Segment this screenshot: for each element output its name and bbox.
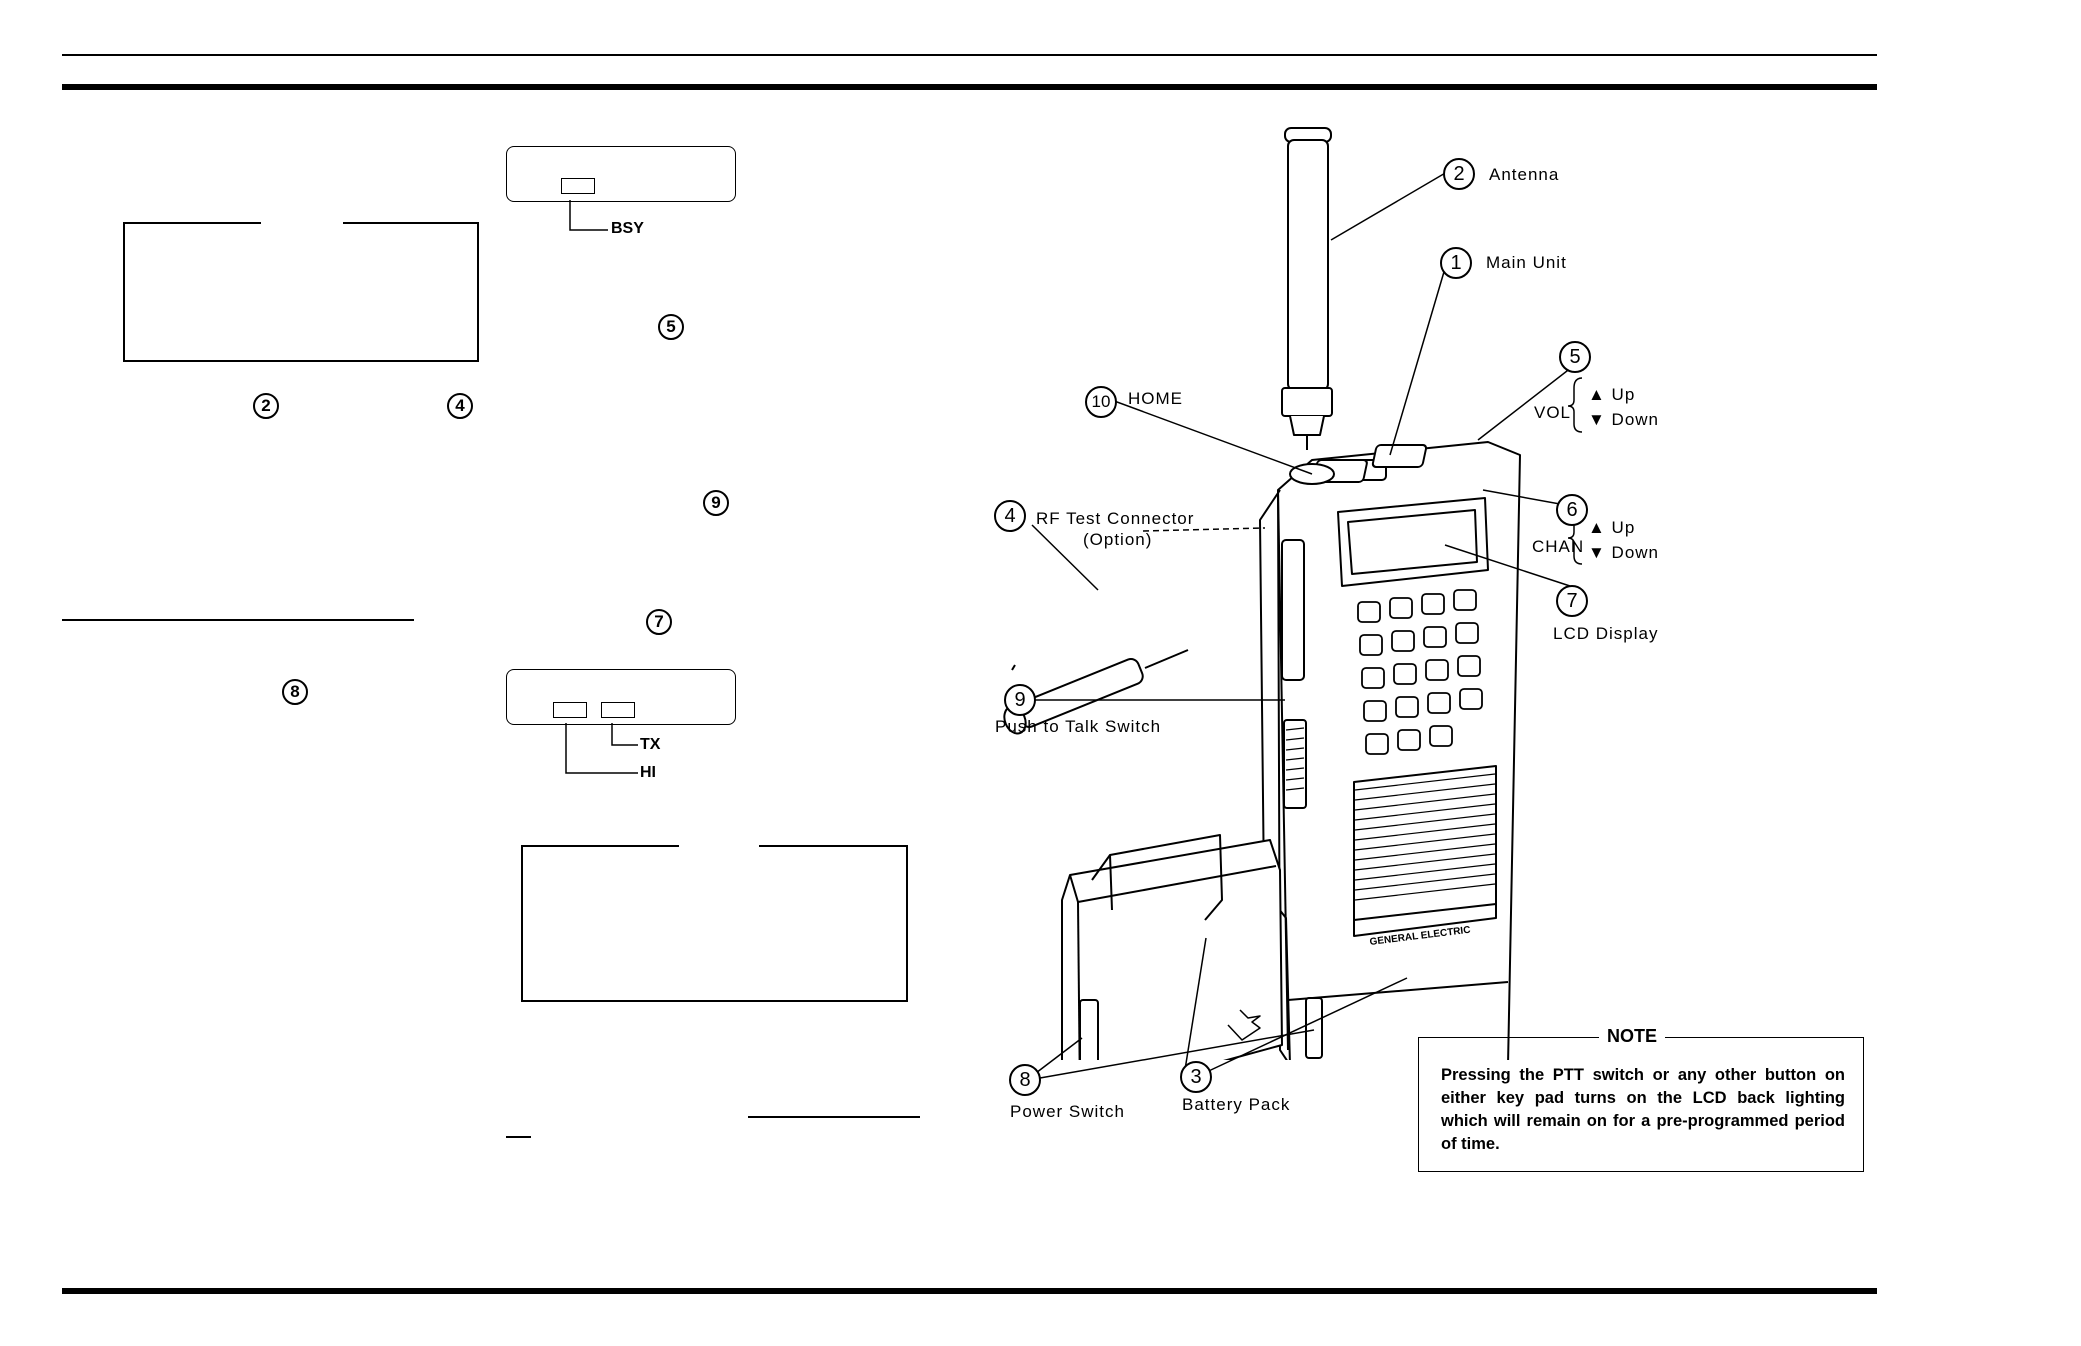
note-box: NOTE Pressing the PTT switch or any othe…: [1418, 1026, 1864, 1172]
hi-indicator-segment: [553, 702, 587, 718]
busy-indicator-label: BSY: [611, 220, 644, 237]
callout-8-label: Power Switch: [1010, 1102, 1125, 1121]
callout-2-label: Antenna: [1489, 165, 1560, 184]
callout-4-label: RF Test Connector: [1036, 509, 1195, 528]
callout-1-circle: 1: [1440, 247, 1472, 279]
note-title: NOTE: [1599, 1026, 1666, 1047]
callout-3-circle: 3: [1180, 1061, 1212, 1093]
busy-indicator-segment: [561, 178, 595, 194]
callout-4-sublabel: (Option): [1083, 530, 1153, 549]
callout-2-circle: 2: [1443, 158, 1475, 190]
circled-number-7: 7: [646, 609, 672, 635]
callout-4-circle: 4: [994, 500, 1026, 532]
middle-note-box-tab-gap: [679, 844, 759, 848]
circled-number-2: 2: [253, 393, 279, 419]
callout-6-circle: 6: [1556, 494, 1588, 526]
header-thin-rule: [62, 54, 1877, 56]
middle-short-rule-left: [506, 1136, 531, 1138]
callout-9-circle: 9: [1004, 684, 1036, 716]
circled-number-8: 8: [282, 679, 308, 705]
left-caution-box-tab-gap: [261, 221, 343, 225]
callout-1-label: Main Unit: [1486, 253, 1567, 272]
callout-7-label: LCD Display: [1553, 624, 1659, 643]
callout-6-down: ▼ Down: [1588, 543, 1660, 562]
circled-number-5: 5: [658, 314, 684, 340]
callout-leader-lines: [1031, 171, 1586, 1079]
tx-hi-indicator-leaders: [565, 723, 638, 774]
callout-6-label: CHAN: [1532, 537, 1585, 556]
footer-thick-rule: [62, 1288, 1877, 1294]
note-text: Pressing the PTT switch or any other but…: [1441, 1066, 1845, 1153]
callout-3-label: Battery Pack: [1182, 1095, 1291, 1114]
tx-indicator-segment: [601, 702, 635, 718]
callout-5-up: ▲ Up: [1588, 385, 1636, 404]
busy-indicator-leader: [569, 200, 608, 231]
callout-5-circle: 5: [1559, 341, 1591, 373]
lcd-busy-indicator-diagram: [506, 146, 736, 202]
radio-illustration: GENERAL ELECTRIC: [1003, 127, 1521, 1060]
callout-10-label: HOME: [1128, 389, 1183, 408]
lcd-tx-hi-indicator-diagram: [506, 669, 736, 725]
callout-5-label: VOL: [1534, 403, 1572, 422]
callout-9-label: Push to Talk Switch: [995, 717, 1162, 736]
middle-short-rule-right: [748, 1116, 920, 1118]
circled-number-9: 9: [703, 490, 729, 516]
middle-note-box: [521, 844, 908, 1002]
circled-number-4: 4: [447, 393, 473, 419]
tx-indicator-label: TX: [640, 736, 661, 753]
header-thick-rule: [62, 84, 1877, 90]
callout-10-circle: 10: [1085, 386, 1117, 418]
callout-7-circle: 7: [1556, 585, 1588, 617]
left-section-rule: [62, 619, 414, 621]
callout-5-down: ▼ Down: [1588, 410, 1660, 429]
callout-8-circle: 8: [1009, 1064, 1041, 1096]
left-caution-box: [123, 221, 479, 362]
callout-6-up: ▲ Up: [1588, 518, 1636, 537]
hi-indicator-label: HI: [640, 764, 656, 781]
